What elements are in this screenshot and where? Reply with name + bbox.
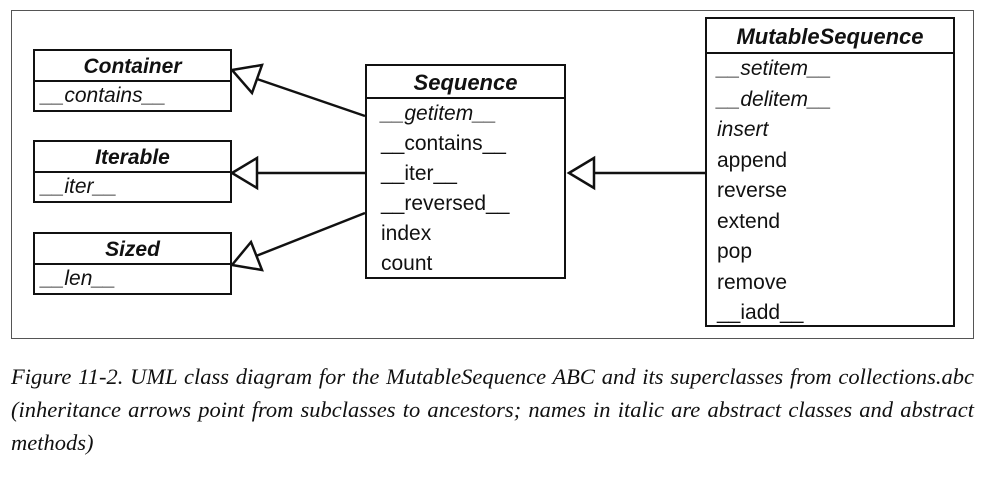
class-sequence: Sequence __getitem__ __contains__ __iter__… xyxy=(365,64,566,279)
method-item: append xyxy=(717,148,788,172)
method-item: __reversed__ xyxy=(381,192,510,215)
class-container: Container __contains__ xyxy=(33,49,232,112)
method-item: remove xyxy=(717,270,788,294)
class-iterable-methods: __iter__ xyxy=(35,173,230,203)
class-mutablesequence: MutableSequence __setitem__ __delitem__in… xyxy=(705,17,955,327)
class-sized-methods: __len__ xyxy=(35,265,230,295)
class-sized-name: Sized xyxy=(35,234,230,265)
method-item: pop xyxy=(717,240,753,263)
method-item: __getitem__ xyxy=(381,102,497,125)
class-mutablesequence-methods: __setitem__ __delitem__insert append revers… xyxy=(707,54,953,329)
method-item: __contains__ xyxy=(381,132,506,155)
inheritance-arrowhead-sized xyxy=(229,239,264,272)
method-item: __contains__ xyxy=(41,84,166,107)
method-item: __iadd__ xyxy=(717,301,804,324)
method-item: extend xyxy=(717,209,781,233)
inheritance-arrowhead-iterable xyxy=(229,155,259,191)
figure-caption: Figure 11-2. UML class diagram for the M… xyxy=(11,364,974,455)
method-item: __len__ xyxy=(41,267,116,290)
method-item: __iter__ xyxy=(41,175,117,198)
method-item: reverse xyxy=(717,179,788,202)
class-sized: Sized __len__ xyxy=(33,232,232,295)
class-container-methods: __contains__ xyxy=(35,82,230,112)
class-iterable: Iterable __iter__ xyxy=(33,140,232,203)
inheritance-arrowhead-sequence xyxy=(566,155,596,191)
class-container-name: Container xyxy=(35,51,230,82)
class-iterable-name: Iterable xyxy=(35,142,230,173)
edge-sequence-to-sized xyxy=(255,211,366,258)
method-item: __setitem__ xyxy=(717,57,832,80)
method-item: __iter__ xyxy=(381,162,457,185)
method-item: insert xyxy=(717,118,769,141)
class-mutablesequence-name: MutableSequence xyxy=(707,19,953,54)
class-sequence-name: Sequence xyxy=(367,66,564,99)
inheritance-arrowhead-container xyxy=(229,63,264,96)
method-item: __delitem__ xyxy=(717,87,832,111)
method-item: count xyxy=(381,252,433,275)
method-item: index xyxy=(381,222,432,245)
edge-sequence-to-container xyxy=(256,77,366,118)
class-sequence-methods: __getitem__ __contains__ __iter__ __reverse… xyxy=(367,99,564,279)
